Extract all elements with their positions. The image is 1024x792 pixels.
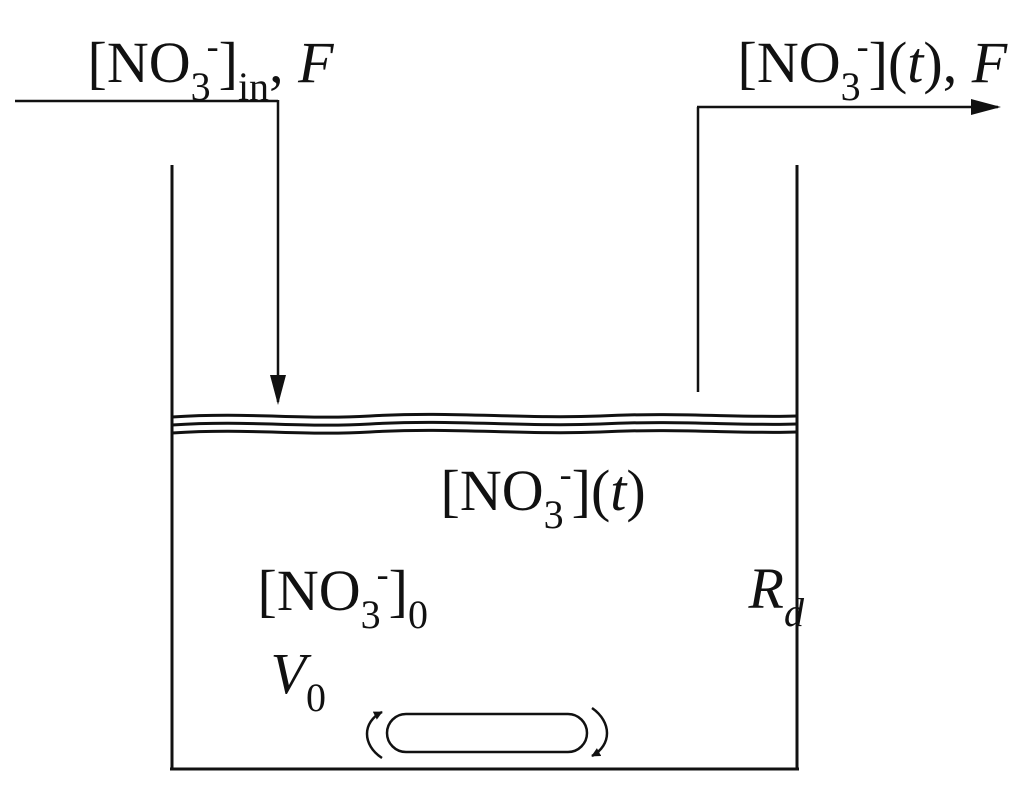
stir-bar: [365, 706, 609, 760]
outlet-flow-symbol: F: [971, 30, 1008, 95]
tank-charge: -: [560, 454, 572, 494]
outlet-species: NO: [757, 30, 841, 95]
outlet-close-paren: ): [923, 30, 942, 95]
outlet-time-symbol: t: [907, 30, 925, 95]
initial-species-subscript: 3: [361, 592, 381, 637]
outlet-open-paren: (: [888, 30, 907, 95]
initial-concentration-label: [NO3-]0: [185, 554, 471, 641]
initial-subscript: 0: [408, 592, 428, 637]
inlet-subscript: in: [238, 64, 269, 109]
inlet-species-subscript: 3: [191, 64, 211, 109]
initial-charge: -: [377, 554, 389, 594]
initial-species: NO: [277, 558, 361, 623]
liquid-surface-line-1: [171, 412, 798, 419]
tank-open-bracket: [: [441, 458, 460, 523]
inlet-charge: -: [207, 26, 219, 66]
liquid-surface-line-3: [171, 428, 798, 435]
tank-open-paren: (: [591, 458, 610, 523]
rate-symbol: R: [748, 556, 784, 621]
outlet-species-subscript: 3: [841, 64, 861, 109]
inlet-pipe: [15, 99, 286, 405]
liquid-surface-line-2: [171, 420, 798, 427]
liquid-surface: [171, 412, 798, 435]
outlet-pipe: [696, 99, 1001, 392]
tank-vessel: [170, 165, 799, 771]
inlet-species: NO: [107, 30, 191, 95]
outlet-charge: -: [857, 26, 869, 66]
stir-rotation-arrow-right: [591, 706, 609, 758]
initial-close-bracket: ]: [389, 558, 408, 623]
outlet-open-bracket: [: [738, 30, 757, 95]
inlet-open-bracket: [: [88, 30, 107, 95]
tank-concentration-label: [NO3-](t): [368, 454, 689, 537]
rate-label: Rd: [676, 556, 847, 639]
tank-close-bracket: ]: [572, 458, 591, 523]
stir-bar-capsule: [385, 712, 589, 754]
tank-species-subscript: 3: [544, 492, 564, 537]
initial-volume-label: V0: [198, 641, 369, 724]
inlet-label: [NO3-]in, F: [15, 26, 377, 109]
tank-species: NO: [460, 458, 544, 523]
inlet-separator: ,: [269, 30, 298, 95]
tank-time-symbol: t: [610, 458, 628, 523]
outlet-separator: ,: [943, 30, 972, 95]
outlet-close-bracket: ]: [869, 30, 888, 95]
outlet-label: [NO3-](t), F: [665, 26, 1024, 109]
stir-rotation-arrow-left: [365, 710, 383, 760]
initial-open-bracket: [: [258, 558, 277, 623]
rate-subscript: d: [784, 590, 805, 635]
tank-close-paren: ): [626, 458, 645, 523]
volume-symbol: V: [271, 641, 313, 706]
volume-subscript: 0: [306, 675, 326, 720]
inlet-flow-symbol: F: [297, 30, 334, 95]
inlet-close-bracket: ]: [219, 30, 238, 95]
